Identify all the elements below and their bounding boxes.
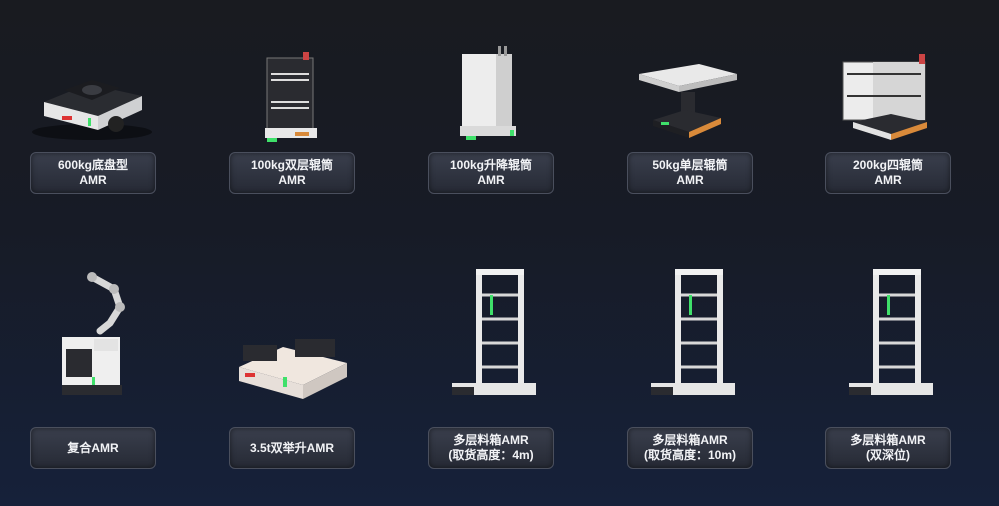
product-name: 100kg双层辊筒 bbox=[250, 158, 334, 172]
product-name: 多层料箱AMR bbox=[453, 433, 529, 447]
product-name: 100kg升降辊筒 bbox=[449, 158, 533, 172]
single-roller-amr-icon bbox=[589, 40, 789, 160]
product-name: 600kg底盘型 bbox=[57, 158, 129, 172]
product-name: 多层料箱AMR bbox=[850, 433, 926, 447]
product-name: 50kg单层辊筒 bbox=[652, 158, 728, 172]
product-label: 100kg升降辊筒 AMR bbox=[428, 152, 554, 194]
product-label: 多层料箱AMR (取货高度：10m) bbox=[627, 427, 753, 469]
product-type: AMR bbox=[278, 173, 306, 187]
product-label: 多层料箱AMR (双深位) bbox=[825, 427, 951, 469]
composite-arm-amr-icon bbox=[0, 265, 192, 395]
chassis-amr-icon bbox=[0, 40, 192, 160]
product-label: 复合AMR bbox=[30, 427, 156, 469]
multi-bin-amr-icon bbox=[390, 265, 590, 395]
product-name: 多层料箱AMR bbox=[652, 433, 728, 447]
multi-bin-amr-icon bbox=[787, 265, 987, 395]
product-label: 多层料箱AMR (取货高度：4m) bbox=[428, 427, 554, 469]
double-roller-amr-icon bbox=[191, 40, 391, 160]
lift-roller-amr-icon bbox=[390, 40, 590, 160]
product-label: 600kg底盘型 AMR bbox=[30, 152, 156, 194]
product-label: 3.5t双举升AMR bbox=[229, 427, 355, 469]
product-type: (取货高度：4m) bbox=[448, 448, 534, 462]
product-type: AMR bbox=[874, 173, 902, 187]
product-type: AMR bbox=[477, 173, 505, 187]
quad-roller-amr-icon bbox=[787, 40, 987, 160]
product-type: (双深位) bbox=[866, 448, 910, 462]
product-label: 50kg单层辊筒 AMR bbox=[627, 152, 753, 194]
product-name: 复合AMR bbox=[67, 440, 119, 455]
product-label: 200kg四辊筒 AMR bbox=[825, 152, 951, 194]
product-type: AMR bbox=[79, 173, 107, 187]
product-name: 200kg四辊筒 bbox=[852, 158, 924, 172]
product-name: 3.5t双举升AMR bbox=[249, 440, 334, 455]
dual-lift-amr-icon bbox=[191, 265, 391, 399]
multi-bin-amr-icon bbox=[589, 265, 789, 395]
product-label: 100kg双层辊筒 AMR bbox=[229, 152, 355, 194]
product-type: (取货高度：10m) bbox=[643, 448, 736, 462]
product-type: AMR bbox=[676, 173, 704, 187]
